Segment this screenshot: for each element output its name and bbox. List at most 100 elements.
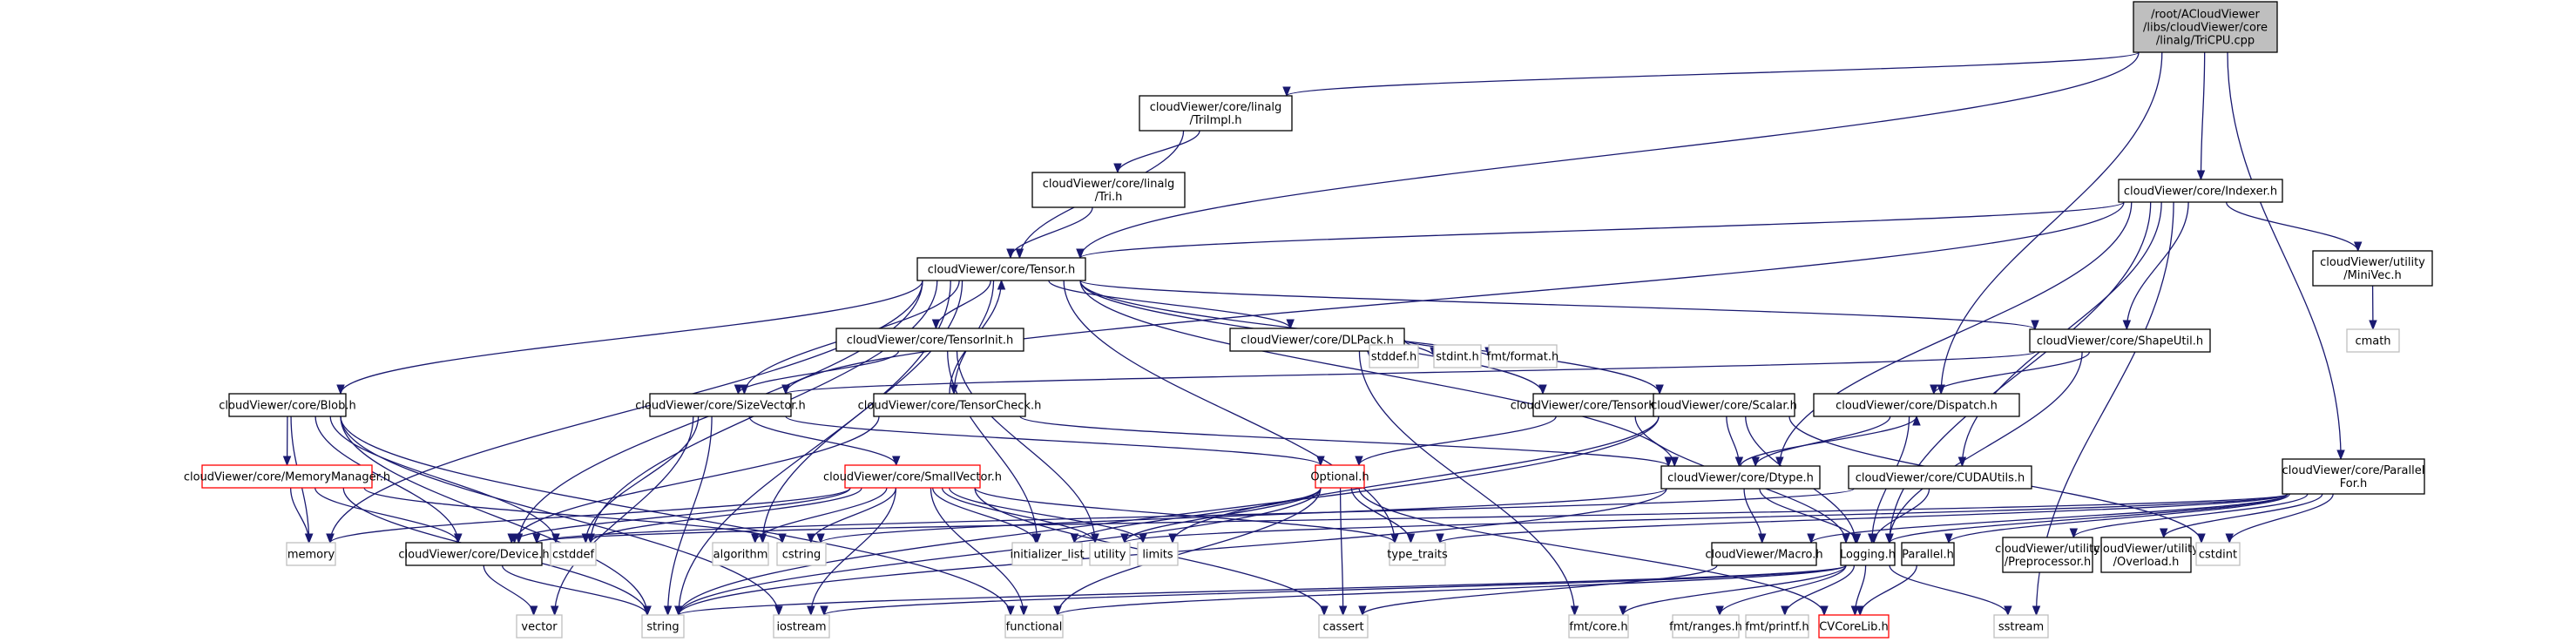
node-stdint: stdint.h (1433, 344, 1482, 368)
arrowhead-blob-to-functional (1006, 605, 1015, 617)
edge-tensor-to-type_traits (1063, 280, 1396, 544)
edge-device-to-string (501, 564, 648, 616)
arrowhead-shapeutil-to-sizevector (781, 384, 790, 395)
node-functional: functional (1004, 614, 1064, 639)
edge-indexer-to-dtype (1779, 201, 2133, 467)
node-shapeutil[interactable]: cloudViewer/core/ShapeUtil.h (2029, 328, 2211, 353)
node-label: fmt/printf.h (1745, 621, 1809, 634)
node-label: fmt/core.h (1569, 621, 1627, 634)
node-label: /Tri.h (1095, 191, 1123, 204)
arrowhead-parallelfor-to-utility (1120, 533, 1129, 544)
node-preprocessor[interactable]: cloudViewer/utility/Preprocessor.h (1995, 537, 2100, 573)
arrowhead-macro-to-cassert (1358, 605, 1367, 617)
node-tricpu[interactable]: /root/ACloudViewer/libs/cloudViewer/core… (2133, 1, 2278, 53)
node-memorymanager[interactable]: cloudViewer/core/MemoryManager.h (184, 464, 390, 489)
node-label: /Overload.h (2113, 556, 2180, 569)
arrowhead-blob-to-memorymanager (282, 456, 292, 467)
edge-optional-to-type_traits (1350, 487, 1412, 544)
node-label: /TriImpl.h (1189, 114, 1241, 127)
node-label: cmath (2355, 335, 2390, 348)
node-label: algorithm (713, 549, 768, 562)
node-cmath: cmath (2346, 328, 2400, 353)
node-box (1011, 542, 1083, 566)
node-label: cloudViewer/core/Device.h (398, 549, 549, 562)
node-blob[interactable]: cloudViewer/core/Blob.h (219, 393, 356, 417)
node-overload[interactable]: cloudViewer/utility/Overload.h (2093, 537, 2199, 573)
node-optional[interactable]: Optional.h (1310, 464, 1369, 489)
node-box (1318, 614, 1369, 639)
node-fmtranges: fmt/ranges.h (1669, 614, 1742, 639)
arrowhead-smallvector-to-cstring (807, 533, 815, 544)
node-tensor[interactable]: cloudViewer/core/Tensor.h (916, 257, 1086, 281)
edge-macro-to-cassert (1362, 564, 1718, 616)
arrowhead-tensorcheck-to-tensor (997, 279, 1006, 290)
edge-tensorcheck-to-device (513, 416, 880, 544)
node-box (2118, 179, 2283, 203)
arrowhead-dlpack-to-fmtcore (1570, 605, 1579, 617)
node-box (2029, 328, 2211, 353)
node-layer: /root/ACloudViewer/libs/cloudViewer/core… (184, 1, 2433, 639)
arrowhead-tensor-to-shapeutil (2031, 320, 2039, 331)
edge-tensor-to-memory (329, 280, 923, 544)
node-cudautils[interactable]: cloudViewer/core/CUDAUtils.h (1848, 465, 2032, 490)
node-tensorkey[interactable]: cloudViewer/core/TensorKey.h (1511, 393, 1678, 417)
edge-parallelfor-to-utility (1124, 493, 2289, 544)
node-tensorcheck[interactable]: cloudViewer/core/TensorCheck.h (858, 393, 1042, 417)
node-label: cassert (1322, 621, 1363, 634)
node-dispatch[interactable]: cloudViewer/core/Dispatch.h (1813, 393, 2020, 417)
node-box (916, 257, 1086, 281)
edge-shapeutil-to-sizevector (785, 351, 2036, 395)
node-label: /root/ACloudViewer (2151, 9, 2260, 22)
edge-tensorinit-to-initializer_list (947, 350, 1038, 544)
node-sizevector[interactable]: cloudViewer/core/SizeVector.h (635, 393, 806, 417)
arrowhead-optional-to-cassert (1338, 605, 1348, 617)
node-box (1672, 614, 1740, 639)
node-logging[interactable]: Logging.h (1840, 542, 1896, 566)
node-box (1488, 344, 1558, 368)
node-box (1433, 344, 1482, 368)
node-box (1848, 465, 2032, 490)
edge-indexer-to-minivec (2225, 201, 2359, 252)
edge-indexer-to-shapeutil (2126, 201, 2189, 330)
arrowhead-sizevector-to-smallvector (892, 456, 901, 467)
node-label: fmt/ranges.h (1669, 621, 1742, 634)
node-label: cloudViewer/core/TensorCheck.h (858, 400, 1042, 413)
node-minivec[interactable]: cloudViewer/utility/MiniVec.h (2312, 250, 2433, 287)
edge-parallelfor-to-preprocessor (2072, 493, 2309, 538)
node-box (1818, 614, 1890, 639)
node-box (1139, 95, 1293, 132)
node-scalar[interactable]: cloudViewer/core/Scalar.h (1651, 393, 1797, 417)
node-label: cloudViewer/core/TensorKey.h (1511, 400, 1678, 413)
arrowhead-dtype-to-logging (1852, 533, 1862, 544)
node-tensorinit[interactable]: cloudViewer/core/TensorInit.h (835, 328, 1024, 352)
node-initializer_list: initializer_list (1010, 542, 1085, 566)
arrowhead-tensor-to-dtype (1670, 456, 1679, 468)
arrowhead-scalar-to-cstdint (2197, 533, 2206, 544)
node-sstream: sstream (1993, 614, 2049, 639)
node-dtype[interactable]: cloudViewer/core/Dtype.h (1660, 465, 1821, 490)
edge-parallelfor-to-device (536, 493, 2289, 544)
node-box (1840, 542, 1896, 566)
node-cvcorelib[interactable]: CVCoreLib.h (1818, 614, 1890, 639)
arrowhead-tricpu-to-parallelfor (2336, 449, 2345, 461)
node-label: type_traits (1387, 549, 1448, 562)
node-parallel[interactable]: Parallel.h (1901, 542, 1955, 566)
arrowhead-smallvector-to-cassert (1320, 605, 1329, 617)
arrowhead-cudautils-to-logging (1869, 533, 1878, 544)
node-fmtformat: fmt/format.h (1487, 344, 1558, 368)
node-macro[interactable]: cloudViewer/Macro.h (1705, 542, 1823, 566)
node-triimpl[interactable]: cloudViewer/core/linalg/TriImpl.h (1139, 95, 1293, 132)
node-smallvector[interactable]: cloudViewer/core/SmallVector.h (823, 464, 1002, 489)
arrowhead-device-to-string (643, 605, 652, 617)
edge-smallvector-to-memory (329, 487, 851, 544)
node-device[interactable]: cloudViewer/core/Device.h (398, 542, 550, 566)
node-label: For.h (2340, 477, 2368, 490)
node-label: cloudViewer/core/Dispatch.h (1836, 400, 1998, 413)
arrowhead-dtype-to-dispatch (1912, 415, 1921, 426)
node-tri[interactable]: cloudViewer/core/linalg/Tri.h (1031, 172, 1186, 208)
arrowhead-tensorkey-to-logging (1842, 533, 1850, 544)
node-label: utility (1094, 549, 1126, 562)
node-indexer[interactable]: cloudViewer/core/Indexer.h (2118, 179, 2283, 203)
arrowhead-smallvector-to-initializer_list (1031, 533, 1040, 544)
